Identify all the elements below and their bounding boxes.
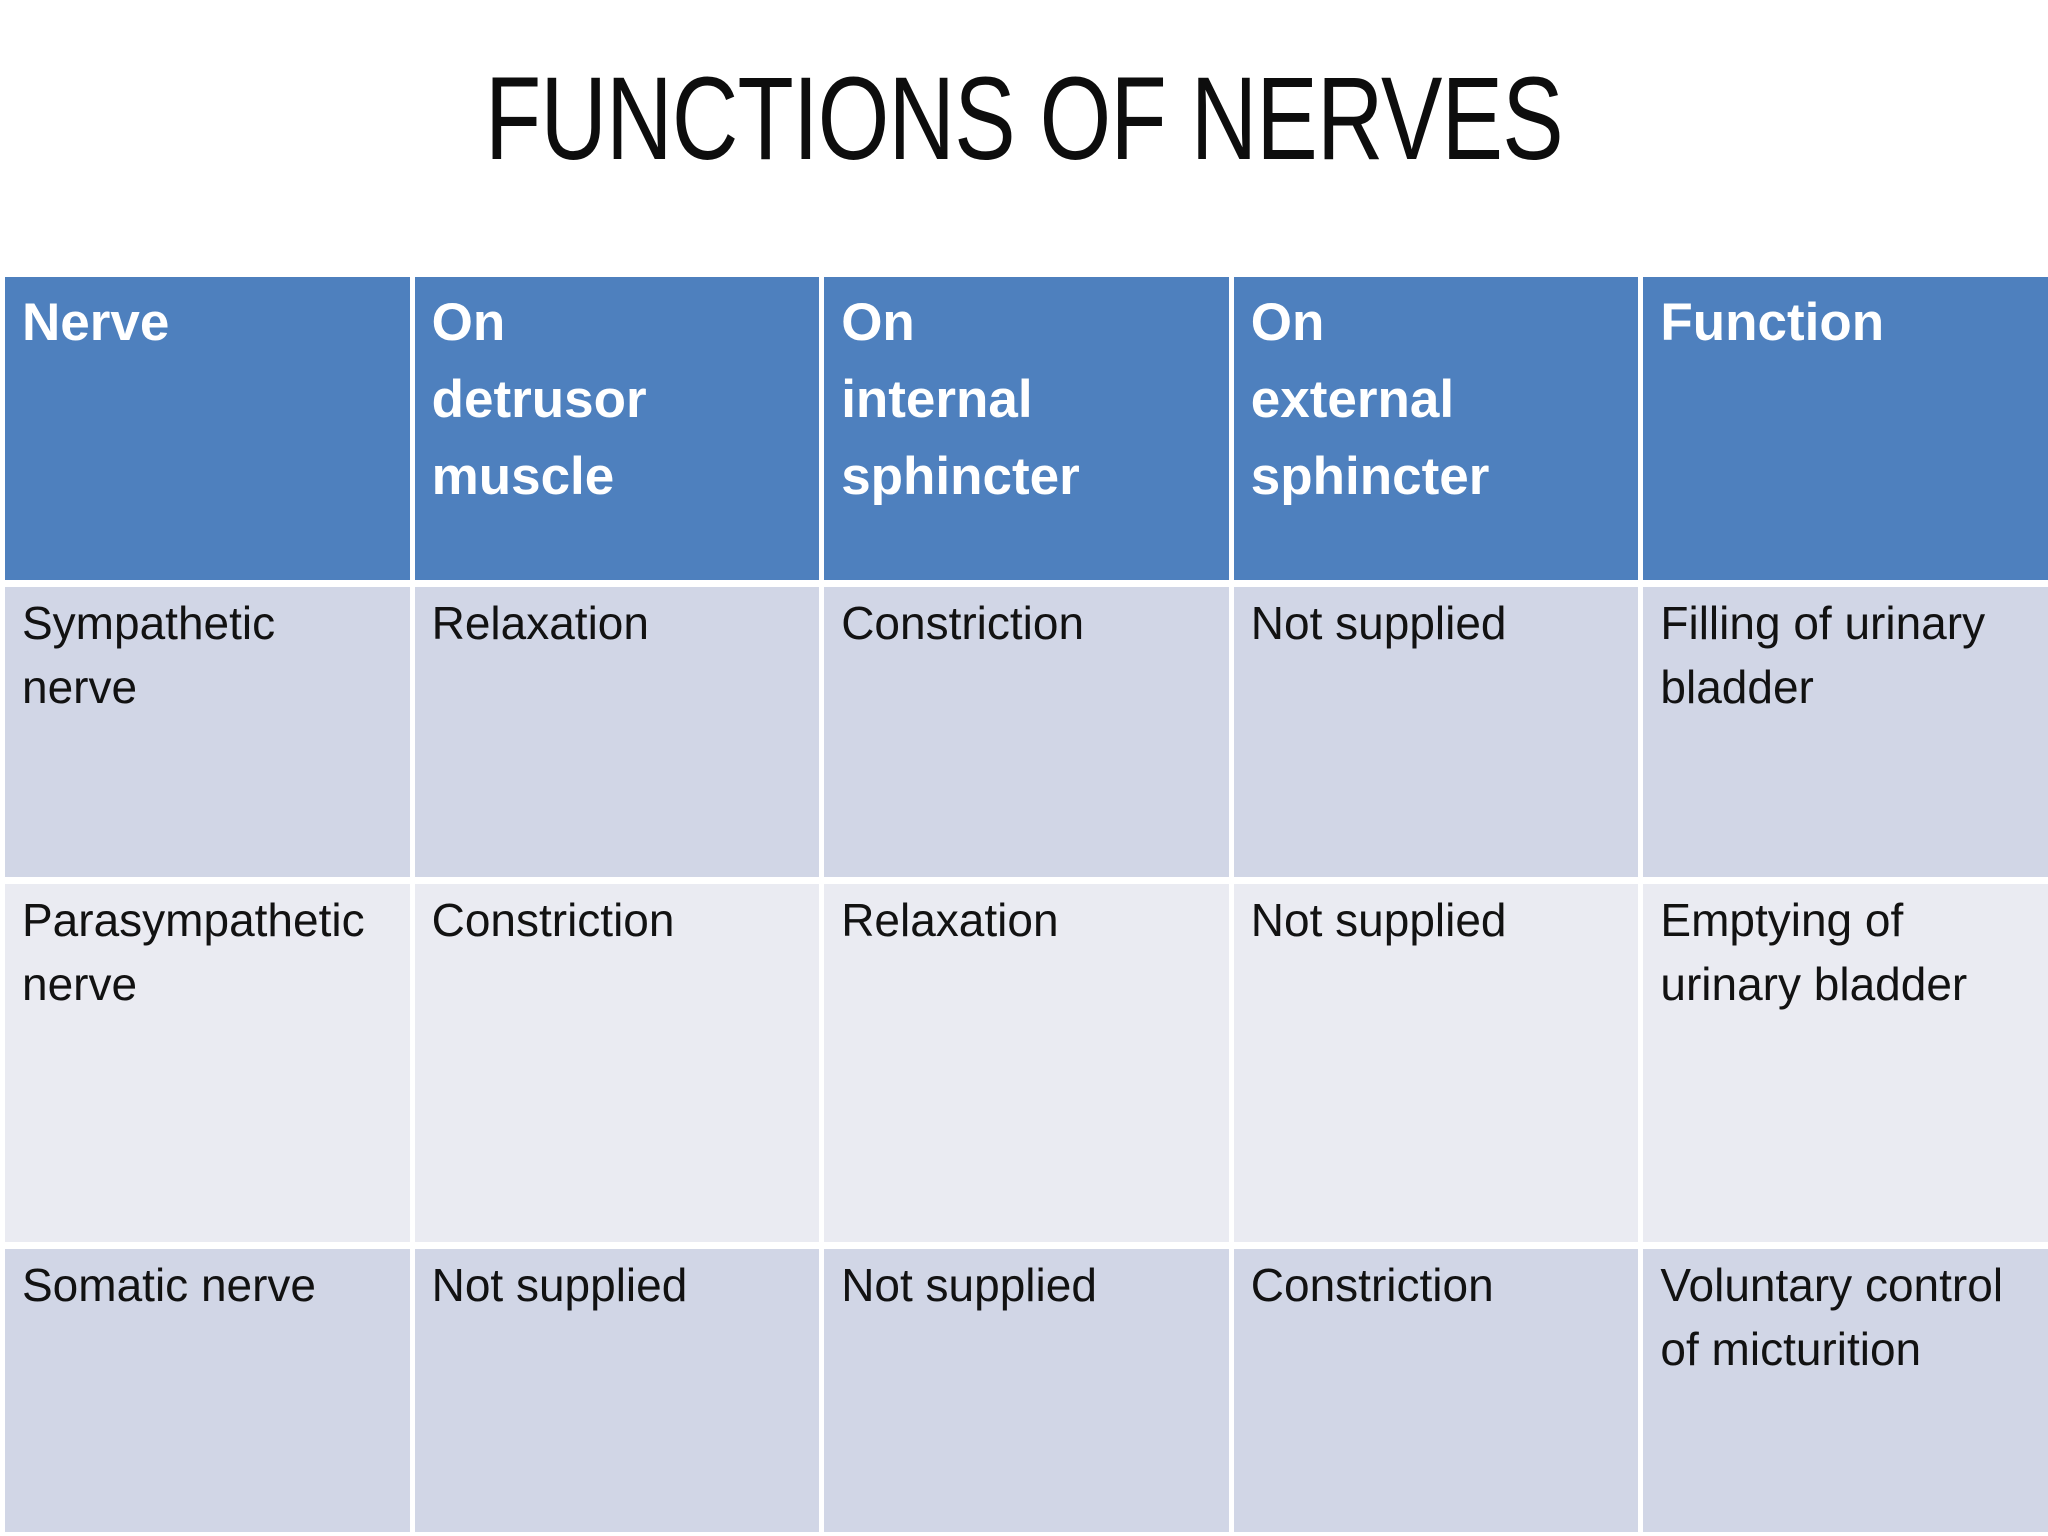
column-header-detrusor-muscle: On detrusor muscle [414, 277, 820, 580]
page-title-text: FUNCTIONS OF NERVES [485, 53, 1564, 185]
cell-parasympathetic-detrusor: Constriction [414, 884, 820, 1242]
column-header-nerve: Nerve [5, 277, 410, 580]
cell-somatic-external-sphincter: Constriction [1233, 1249, 1639, 1532]
cell-sympathetic-internal-sphincter: Constriction [824, 587, 1229, 877]
cell-somatic-detrusor: Not supplied [414, 1249, 820, 1532]
cell-somatic-nerve: Somatic nerve [5, 1249, 410, 1532]
cell-parasympathetic-external-sphincter: Not supplied [1233, 884, 1639, 1242]
column-header-external-sphincter: On external sphincter [1233, 277, 1639, 580]
column-header-function: Function [1643, 277, 2048, 580]
cell-somatic-internal-sphincter: Not supplied [824, 1249, 1229, 1532]
cell-parasympathetic-internal-sphincter: Relaxation [824, 884, 1229, 1242]
cell-parasympathetic-nerve: Parasympathetic nerve [5, 884, 410, 1242]
cell-sympathetic-function: Filling of urinary bladder [1643, 587, 2048, 877]
cell-parasympathetic-function: Emptying of urinary bladder [1643, 884, 2048, 1242]
column-header-internal-sphincter: On internal sphincter [824, 277, 1229, 580]
cell-sympathetic-nerve: Sympathetic nerve [5, 587, 410, 877]
cell-sympathetic-detrusor: Relaxation [414, 587, 820, 877]
cell-sympathetic-external-sphincter: Not supplied [1233, 587, 1639, 877]
functions-of-nerves-table: Nerve On detrusor muscle On internal sph… [5, 277, 2048, 1532]
page-title: FUNCTIONS OF NERVES [0, 52, 2048, 188]
cell-somatic-function: Voluntary control of micturition [1643, 1249, 2048, 1532]
